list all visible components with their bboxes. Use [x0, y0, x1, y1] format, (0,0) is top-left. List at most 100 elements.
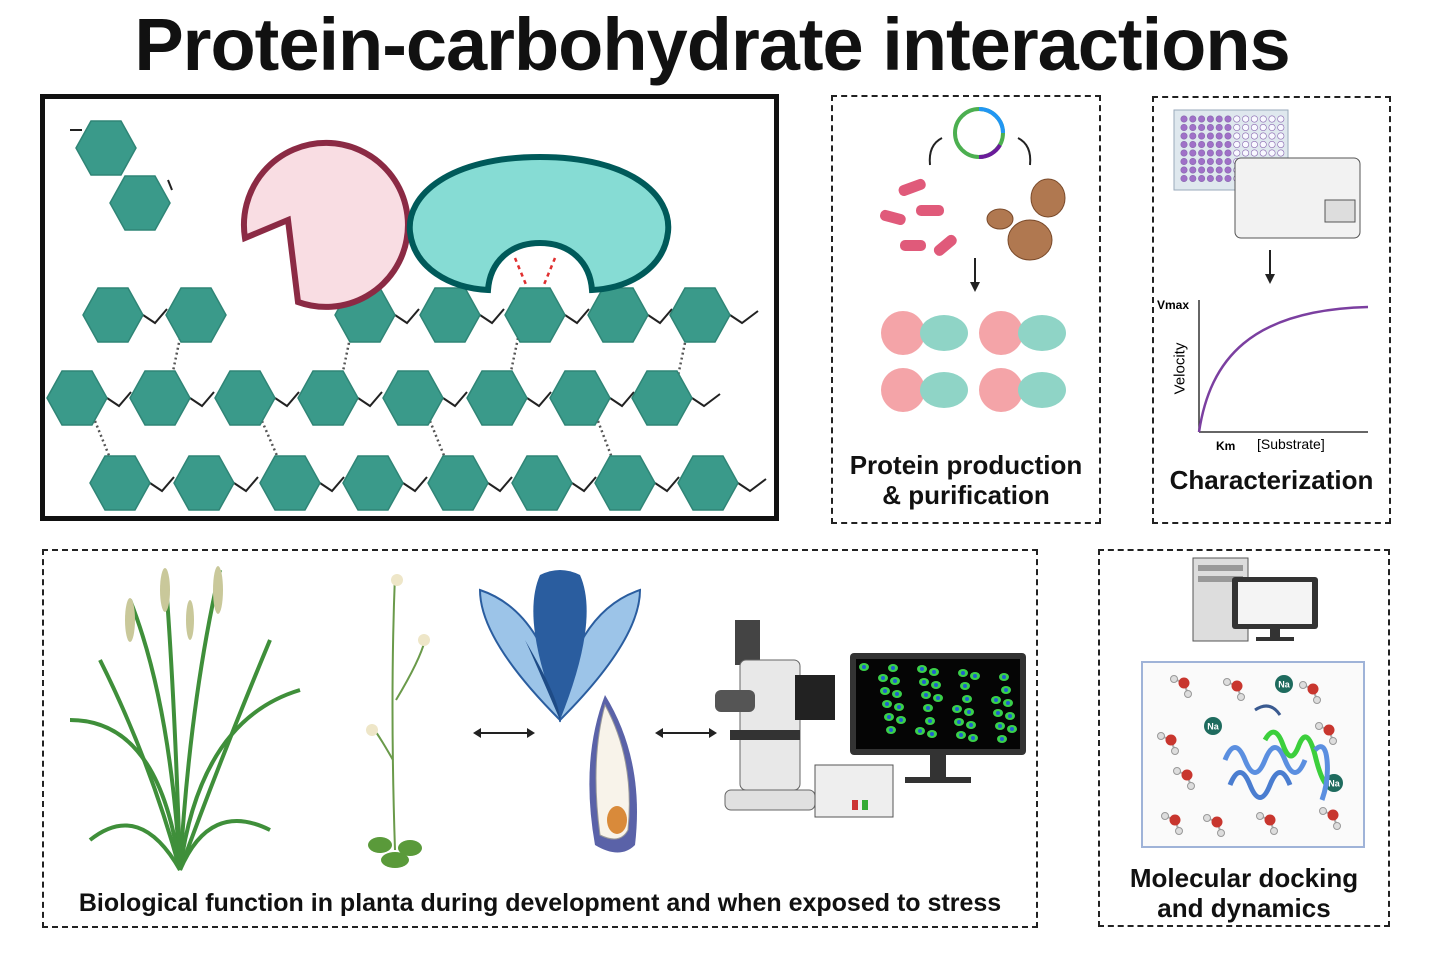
oxygen-atom: [1169, 814, 1181, 826]
glycosidic-bond: [233, 476, 259, 493]
sodium-ion: [1204, 717, 1222, 735]
plate-well: [1224, 158, 1232, 166]
sugar-hexagon: [382, 370, 444, 426]
plate-well: [1198, 124, 1206, 132]
glycosidic-bond: [442, 391, 468, 408]
figure-title: Protein-carbohydrate interactions: [134, 3, 1290, 86]
free-sugar-hexagon: [109, 175, 171, 231]
sugar-hexagon: [511, 455, 573, 511]
hydrogen-bond: [340, 337, 352, 377]
hydrogen-atom: [1299, 681, 1307, 689]
sugar-hexagon: [173, 455, 235, 511]
plate-well: [1250, 124, 1258, 132]
hydrogen-atom: [1329, 737, 1337, 745]
plate-well: [1277, 149, 1285, 157]
biology-panel: [42, 549, 1038, 928]
grass-plant-icon: [69, 569, 301, 871]
plate-well: [1198, 175, 1206, 183]
protein-structure-icon: [1222, 704, 1330, 801]
plate-well: [1215, 175, 1223, 183]
hydrogen-atom: [1173, 767, 1181, 775]
hydrogen-atom: [1217, 829, 1225, 837]
hydrogen-atom: [1157, 732, 1165, 740]
plate-well: [1206, 175, 1214, 183]
oxygen-atom: [1211, 816, 1223, 828]
plate-well: [1206, 166, 1214, 174]
sodium-ion: [1275, 675, 1293, 693]
plate-well: [1259, 115, 1267, 123]
plate-well: [1198, 132, 1206, 140]
vmax-label: Vmax: [1157, 298, 1190, 312]
hydrogen-bond: [428, 420, 447, 459]
plate-well: [1233, 124, 1241, 132]
hydrogen-atom: [1315, 722, 1323, 730]
sodium-label: Na: [1328, 779, 1340, 789]
substrate-label: [Substrate]: [1257, 436, 1325, 452]
glycosidic-bond: [357, 391, 383, 408]
plate-well: [1189, 124, 1197, 132]
hydrogen-atom: [1256, 812, 1264, 820]
sugar-hexagon: [46, 370, 108, 426]
plate-well: [1233, 141, 1241, 149]
sugar-hexagon: [214, 370, 276, 426]
plate-well: [1215, 166, 1223, 174]
oxygen-atom: [1231, 680, 1243, 692]
arrow-icon: [928, 137, 943, 166]
computer-icon: [1192, 557, 1318, 642]
hydrogen-atom: [1187, 782, 1195, 790]
plate-well: [1268, 115, 1276, 123]
glycosidic-bond: [319, 476, 345, 493]
plate-well: [1250, 149, 1258, 157]
plate-well: [1242, 124, 1250, 132]
glycosidic-bond: [189, 391, 215, 408]
plate-well: [1224, 141, 1232, 149]
md-label-line1: Molecular docking: [1129, 863, 1359, 893]
production-label: Protein production & purification: [835, 450, 1097, 510]
plate-well: [1180, 149, 1188, 157]
oxygen-atom: [1181, 769, 1193, 781]
glycosidic-bond: [394, 308, 420, 325]
hydrogen-atom: [1319, 807, 1327, 815]
glycosidic-bond: [526, 391, 552, 408]
plate-well: [1233, 149, 1241, 157]
hydrogen-atom: [1223, 678, 1231, 686]
free-sugar-hexagon: [75, 120, 137, 176]
sugar-hexagon: [82, 287, 144, 343]
hydrogen-bond: [170, 337, 182, 377]
glycosidic-bond: [106, 391, 132, 408]
plate-well: [1268, 149, 1276, 157]
hydrogen-atom: [1170, 675, 1178, 683]
hydrogen-atom: [1184, 690, 1192, 698]
plate-well: [1224, 149, 1232, 157]
sugar-hexagon: [669, 287, 731, 343]
bacteria-icon: [880, 178, 957, 256]
hydrogen-atom: [1161, 812, 1169, 820]
plate-well: [1206, 158, 1214, 166]
plate-well: [1180, 158, 1188, 166]
hydrogen-bond: [676, 337, 688, 377]
hydrogen-atom: [1237, 693, 1245, 701]
plate-well: [1215, 158, 1223, 166]
production-label-line1: Protein production: [849, 450, 1083, 480]
plate-well: [1189, 115, 1197, 123]
plate-well: [1277, 141, 1285, 149]
plate-well: [1180, 124, 1188, 132]
oxygen-atom: [1165, 734, 1177, 746]
hydrogen-bond: [596, 420, 614, 459]
plate-well: [1189, 132, 1197, 140]
plate-well: [1224, 166, 1232, 174]
glycosidic-bond: [479, 308, 505, 325]
sugar-hexagon: [594, 455, 656, 511]
glycosidic-bond: [564, 308, 590, 325]
plate-well: [1268, 141, 1276, 149]
plate-well: [1224, 175, 1232, 183]
plate-well: [1224, 115, 1232, 123]
plate-well: [1189, 149, 1197, 157]
md-panel: [1098, 549, 1390, 927]
microscope-icon: [715, 620, 894, 818]
plate-well: [1224, 132, 1232, 140]
sodium-label: Na: [1207, 722, 1219, 732]
